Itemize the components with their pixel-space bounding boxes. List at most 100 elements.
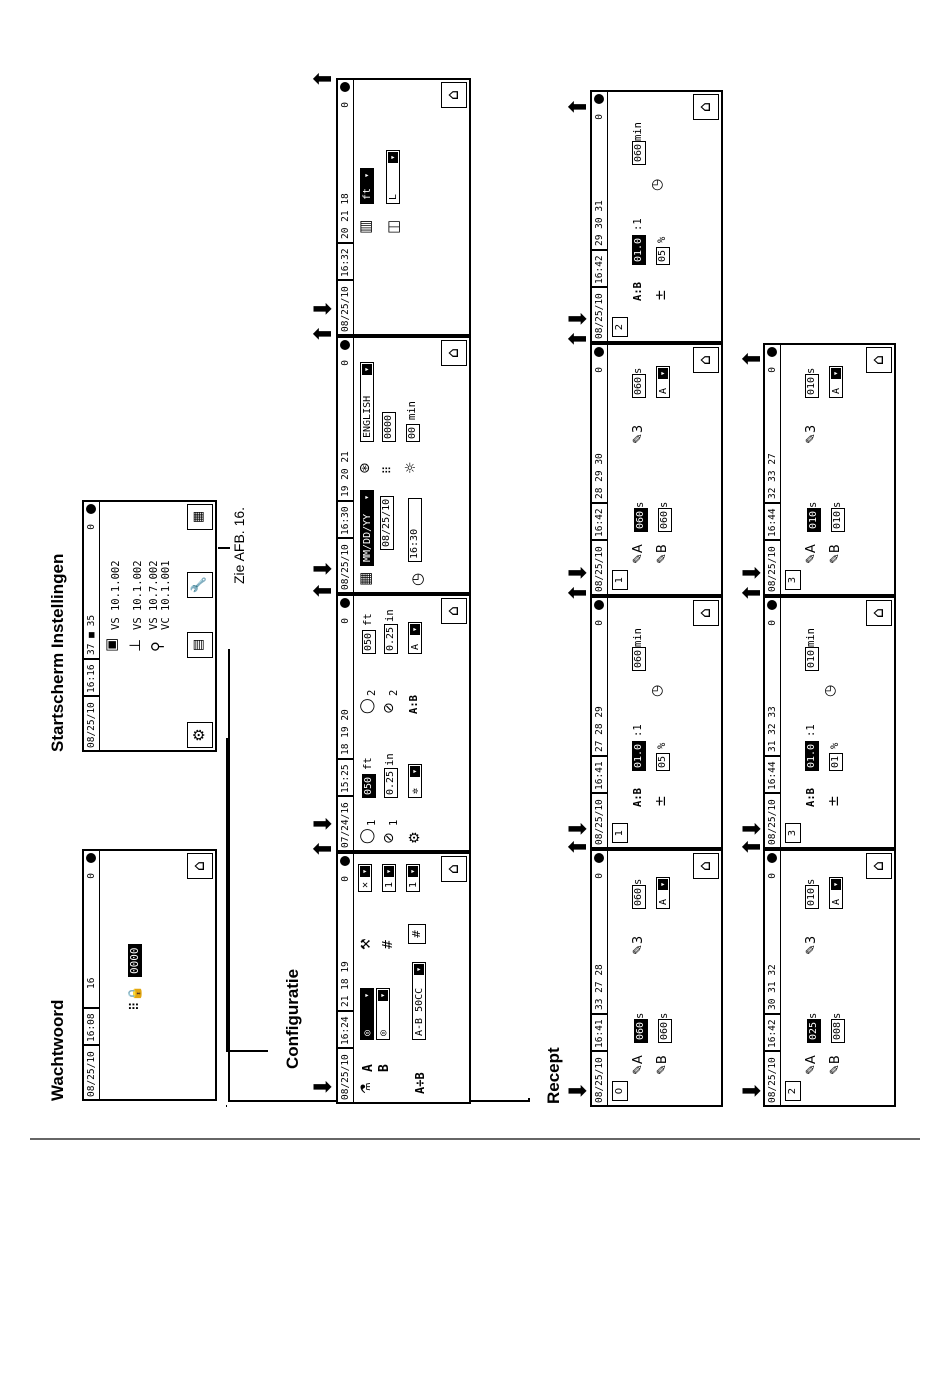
status-dot-icon [767,600,777,610]
hose-diameter-1[interactable]: 0.25 [384,767,398,798]
purge-b-time[interactable]: 060 [658,1018,672,1043]
home-icon[interactable]: ⌂ [441,598,467,624]
mode-dropdown[interactable]: A▾ [656,366,670,398]
report-icon[interactable]: ▦ [187,504,213,530]
screensaver-minutes[interactable]: 00 [406,423,420,442]
tolerance-input[interactable]: 01 [829,752,843,771]
home-screen: 08/25/10 16:16 37 ■ 35 0 ▣ VS 10.1.002 ⊥… [82,500,217,752]
volume-unit-icon: ◫ [384,219,402,234]
hose-diameter-2[interactable]: 0.25 [384,623,398,654]
wrench-icon[interactable]: 🔧 [187,572,213,598]
purge-b-time[interactable]: 008 [831,1018,845,1043]
home-icon[interactable]: ⌂ [187,853,213,879]
purge-b-time[interactable]: 010 [831,507,845,532]
ratio-dropdown[interactable]: A-B 50CC▾ [412,962,426,1040]
home-icon[interactable]: ⌂ [441,856,467,882]
ratio-input[interactable]: 01.0 [805,740,819,771]
mode-dropdown[interactable]: A▾ [829,877,843,909]
home-icon[interactable]: ⌂ [866,853,892,879]
purge-3-icon: ✎3 [631,424,646,444]
purge-3-time[interactable]: 060 [632,884,646,909]
ratio-input[interactable]: 01.0 [632,234,646,265]
config-screen-1: 08/25/10 16:24 21 18 19 0 ⚗ A B ◎▾ ◎▾ A÷… [336,852,471,1104]
date: 08/25/10 [767,799,778,845]
unit-s: s [658,501,670,508]
error-count: 0 [86,873,97,879]
mode-dropdown[interactable]: A▾ [656,877,670,909]
status-dot-icon [86,504,96,514]
unit-s: s [807,1012,819,1019]
mode-dropdown[interactable]: A▾ [829,366,843,398]
pot-life-minutes[interactable]: 060 [632,140,646,165]
recipe-screen-2-purge: 08/25/10 16:42 30 31 32 0 2 ✎A 025 s ✎B … [763,849,896,1107]
time: 16:42 [594,255,605,284]
purge-3-time[interactable]: 010 [805,373,819,398]
home-icon[interactable]: ⌂ [693,94,719,120]
home-icon[interactable]: ⌂ [693,347,719,373]
purge-3-time[interactable]: 010 [805,884,819,909]
ratio-input[interactable]: 01.0 [632,740,646,771]
password-input[interactable]: 0000 [128,944,142,977]
status-dot-icon [767,853,777,863]
gun-dropdown[interactable]: ✕▾ [358,864,372,892]
home-icon[interactable]: ⌂ [866,347,892,373]
language-dropdown[interactable]: ENGLISH▾ [360,362,374,442]
purge-a-icon: ✎A [804,544,819,564]
home-icon[interactable]: ⌂ [441,82,467,108]
pot-life-minutes[interactable]: 060 [632,646,646,671]
purge-a-time[interactable]: 010 [807,507,821,532]
time: 16:16 [86,664,97,693]
recipe-number-icon: 2 [785,1081,801,1101]
time-input[interactable]: 16:30 [408,498,422,562]
volume-unit-dropdown[interactable]: L▾ [386,150,400,204]
pin-input[interactable]: 0000 [382,411,396,442]
error-count: 0 [340,102,351,108]
status-dot-icon [86,853,96,863]
home-icon[interactable]: ⌂ [693,853,719,879]
status-dot-icon [340,598,350,608]
arrow-down-icon: ⬇ [738,1080,766,1101]
diameter-icon: ⊘ [381,832,397,844]
mode-dropdown[interactable]: A▾ [408,622,422,654]
count-dropdown-1[interactable]: 1▾ [382,864,396,892]
gear-settings-icon[interactable]: ⚙ [187,722,213,748]
recipe-number-icon: 3 [785,570,801,590]
purge-a-time[interactable]: 060 [634,507,648,532]
purge-a-time[interactable]: 060 [634,1018,648,1043]
hose-length-2[interactable]: 050 [362,629,376,654]
unit-s: s [658,1012,670,1019]
tolerance-input[interactable]: 05 [656,752,670,771]
count-dropdown-2[interactable]: 1▾ [406,864,420,892]
purge-a-time[interactable]: 025 [807,1018,821,1043]
label-wachtwoord: Wachtwoord [48,999,67,1101]
home-icon[interactable]: ⌂ [693,600,719,626]
arrow-down-icon: ⬇ [564,308,592,329]
error-count: 0 [594,620,605,626]
home-icon[interactable]: ⌂ [866,600,892,626]
date-format-dropdown[interactable]: MM/DD/YY▾ [360,490,374,566]
date-input[interactable]: 08/25/10 [380,495,394,550]
error-count: 0 [594,367,605,373]
hash-icon: # [381,939,396,950]
status-bar: 08/25/10 16:41 27 28 29 0 [592,598,608,847]
recipe-screen-3-purge: 08/25/10 16:44 32 33 27 0 3 ✎A 010 s ✎B … [763,343,896,596]
time: 16:42 [594,508,605,537]
home-icon[interactable]: ⌂ [441,340,467,366]
label-configuratie: Configuratie [283,968,302,1069]
status-bar: 08/25/10 16:42 30 31 32 0 [765,851,781,1105]
purge-b-time[interactable]: 060 [658,507,672,532]
nav-indicator: 27 28 29 [594,706,605,752]
hose-length-1[interactable]: 050 [362,773,376,798]
flush-dropdown[interactable]: ✲▾ [408,764,422,798]
time: 16:24 [340,1016,351,1045]
pump-b-dropdown[interactable]: ◎▾ [376,988,390,1040]
recipe-icon[interactable]: ▤ [187,632,213,658]
length-unit-dropdown[interactable]: ft▾ [360,168,374,204]
pot-life-minutes[interactable]: 010 [805,646,819,671]
pump-a-dropdown[interactable]: ◎▾ [360,988,374,1040]
unit-s: s [831,501,843,508]
screensaver-icon: ☼ [403,461,419,474]
tolerance-input[interactable]: 05 [656,246,670,265]
language-icon: ⊛ [357,462,373,474]
purge-3-time[interactable]: 060 [632,373,646,398]
